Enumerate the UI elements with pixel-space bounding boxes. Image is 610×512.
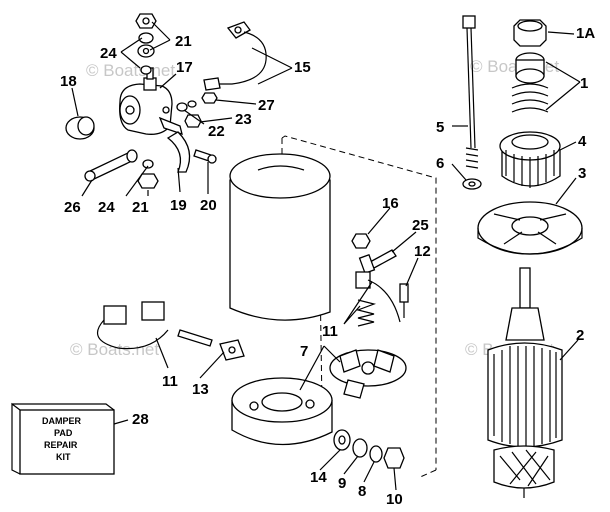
end-plate-part bbox=[477, 201, 583, 255]
boot-ring-part bbox=[65, 116, 95, 140]
leader-lines bbox=[71, 21, 581, 491]
callout-1: 1 bbox=[580, 75, 588, 92]
watermark: © Boats.net bbox=[70, 340, 159, 359]
brush-plate-part bbox=[329, 349, 407, 399]
frame-cylinder-part bbox=[229, 153, 331, 321]
through-bolt-part bbox=[462, 15, 479, 169]
callout-19: 19 bbox=[170, 197, 187, 214]
drive-gear-part bbox=[499, 131, 561, 188]
cable-part bbox=[203, 21, 267, 91]
pinion-nut-stack bbox=[511, 19, 549, 113]
callout-15: 15 bbox=[294, 59, 311, 76]
callout-12: 12 bbox=[414, 243, 431, 260]
armature-part bbox=[487, 267, 563, 498]
callout-27: 27 bbox=[258, 97, 275, 114]
callout-11-upper: 11 bbox=[322, 323, 338, 340]
damper-pad-repair-kit-box: DAMPER PAD REPAIR KIT bbox=[11, 402, 115, 475]
callout-3: 3 bbox=[578, 165, 586, 182]
brush-pair-part bbox=[96, 301, 213, 350]
callout-11-lower: 11 bbox=[162, 373, 178, 390]
callout-10: 10 bbox=[386, 491, 403, 508]
callout-20: 20 bbox=[200, 197, 217, 214]
callout-23: 23 bbox=[235, 111, 252, 128]
callout-16: 16 bbox=[382, 195, 399, 212]
washer-stack bbox=[333, 429, 405, 469]
callout-4: 4 bbox=[578, 133, 587, 150]
callout-2: 2 bbox=[576, 327, 584, 344]
callout-8: 8 bbox=[358, 483, 366, 500]
end-cap-part bbox=[231, 377, 333, 446]
watermark: © Boats.net bbox=[86, 61, 175, 80]
callout-labels: 21 24 17 18 15 27 23 22 19 20 26 24 21 1… bbox=[60, 25, 595, 508]
callout-22: 22 bbox=[208, 123, 225, 140]
insulator-part bbox=[219, 339, 245, 361]
callout-17: 17 bbox=[176, 59, 193, 76]
nut-washer-top bbox=[135, 13, 157, 75]
callout-28: 28 bbox=[132, 411, 149, 428]
kit-line: DAMPER bbox=[42, 416, 82, 426]
callout-1a: 1A bbox=[576, 25, 595, 42]
callout-24-top: 24 bbox=[100, 45, 117, 62]
callout-9: 9 bbox=[338, 475, 346, 492]
kit-line: KIT bbox=[56, 452, 71, 462]
solenoid-part bbox=[119, 67, 183, 135]
kit-line: PAD bbox=[54, 428, 73, 438]
brush-spring-part bbox=[355, 271, 401, 327]
callout-14: 14 bbox=[310, 469, 327, 486]
small-hardware-mid bbox=[351, 233, 409, 318]
callout-24-bottom: 24 bbox=[98, 199, 115, 216]
kit-line: REPAIR bbox=[44, 440, 78, 450]
callout-6: 6 bbox=[436, 155, 444, 172]
bracket-part bbox=[166, 131, 217, 173]
callout-5: 5 bbox=[436, 119, 444, 136]
callout-18: 18 bbox=[60, 73, 77, 90]
washer-6-part bbox=[462, 178, 482, 190]
watermark: © Boats.net bbox=[470, 57, 559, 76]
callout-21-top: 21 bbox=[175, 33, 192, 50]
callout-21-bottom: 21 bbox=[132, 199, 149, 216]
small-nuts bbox=[176, 92, 218, 128]
callout-26: 26 bbox=[64, 199, 81, 216]
terminal-stud-part bbox=[84, 149, 159, 189]
callout-13: 13 bbox=[192, 381, 209, 398]
callout-7: 7 bbox=[300, 343, 308, 360]
callout-25: 25 bbox=[412, 217, 429, 234]
